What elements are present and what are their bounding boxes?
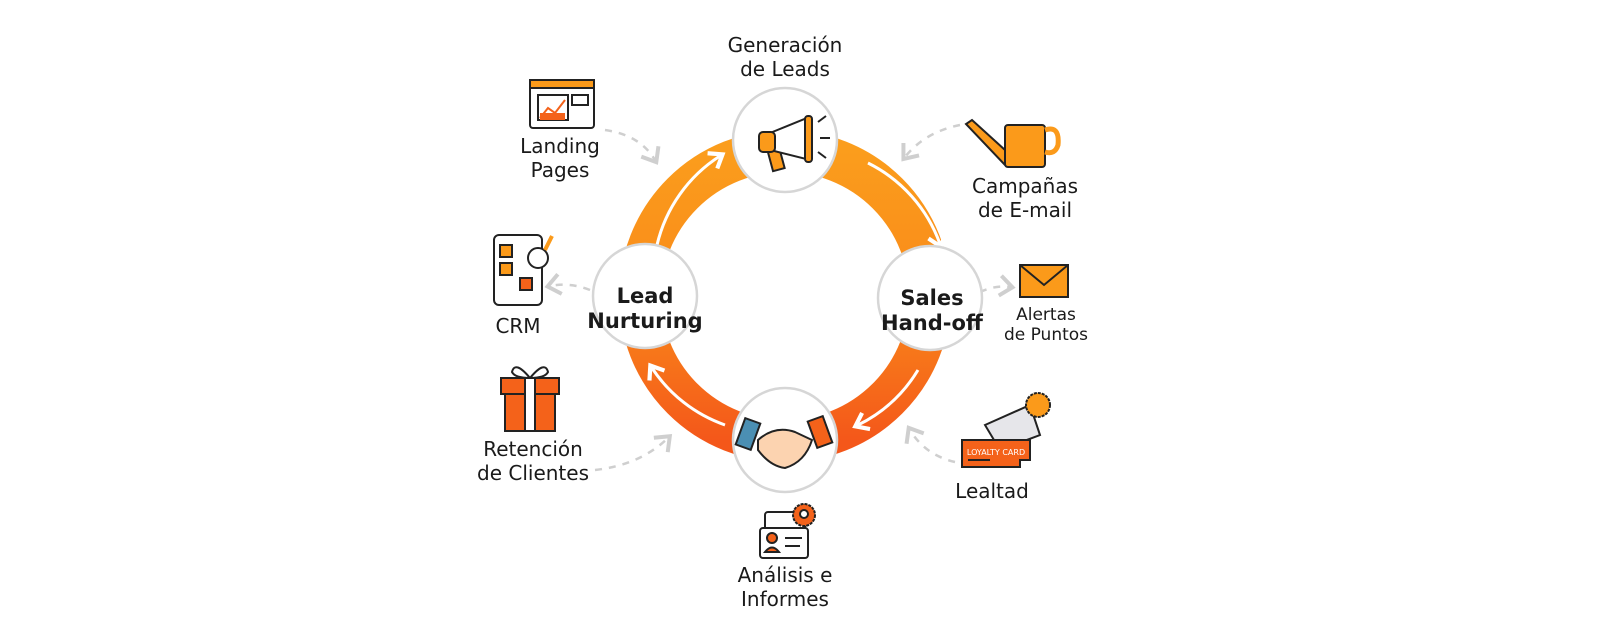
stage-label-lead-generation: Generación de Leads — [727, 33, 843, 81]
label-crm: CRM — [495, 314, 541, 338]
envelope-icon — [1019, 264, 1069, 298]
gift-icon — [500, 366, 560, 432]
label-analysis-reports: Análisis e Informes — [737, 563, 833, 611]
label-customer-retention: Retención de Clientes — [477, 437, 589, 485]
dashed-connectors — [544, 123, 1016, 472]
label-email-campaigns: Campañas de E-mail — [971, 174, 1079, 222]
megaphone-icon — [758, 115, 830, 173]
label-loyalty: Lealtad — [955, 479, 1029, 503]
label-points-alerts: Alertas de Puntos — [1003, 305, 1089, 345]
label-landing-pages: Landing Pages — [520, 134, 600, 182]
handshake-icon — [734, 414, 834, 470]
stage-label-sales-handoff: Sales Hand-off — [881, 286, 983, 335]
landing-page-icon — [529, 79, 595, 129]
analysis-report-icon — [759, 503, 816, 559]
loyalty-card-text: LOYALTY CARD — [966, 448, 1026, 457]
flow-arrows — [647, 151, 948, 432]
loyalty-card-icon — [961, 392, 1051, 468]
stage-label-lead-nurturing: Lead Nurturing — [587, 284, 703, 333]
watering-can-icon — [964, 118, 1061, 168]
crm-icon — [493, 234, 554, 306]
